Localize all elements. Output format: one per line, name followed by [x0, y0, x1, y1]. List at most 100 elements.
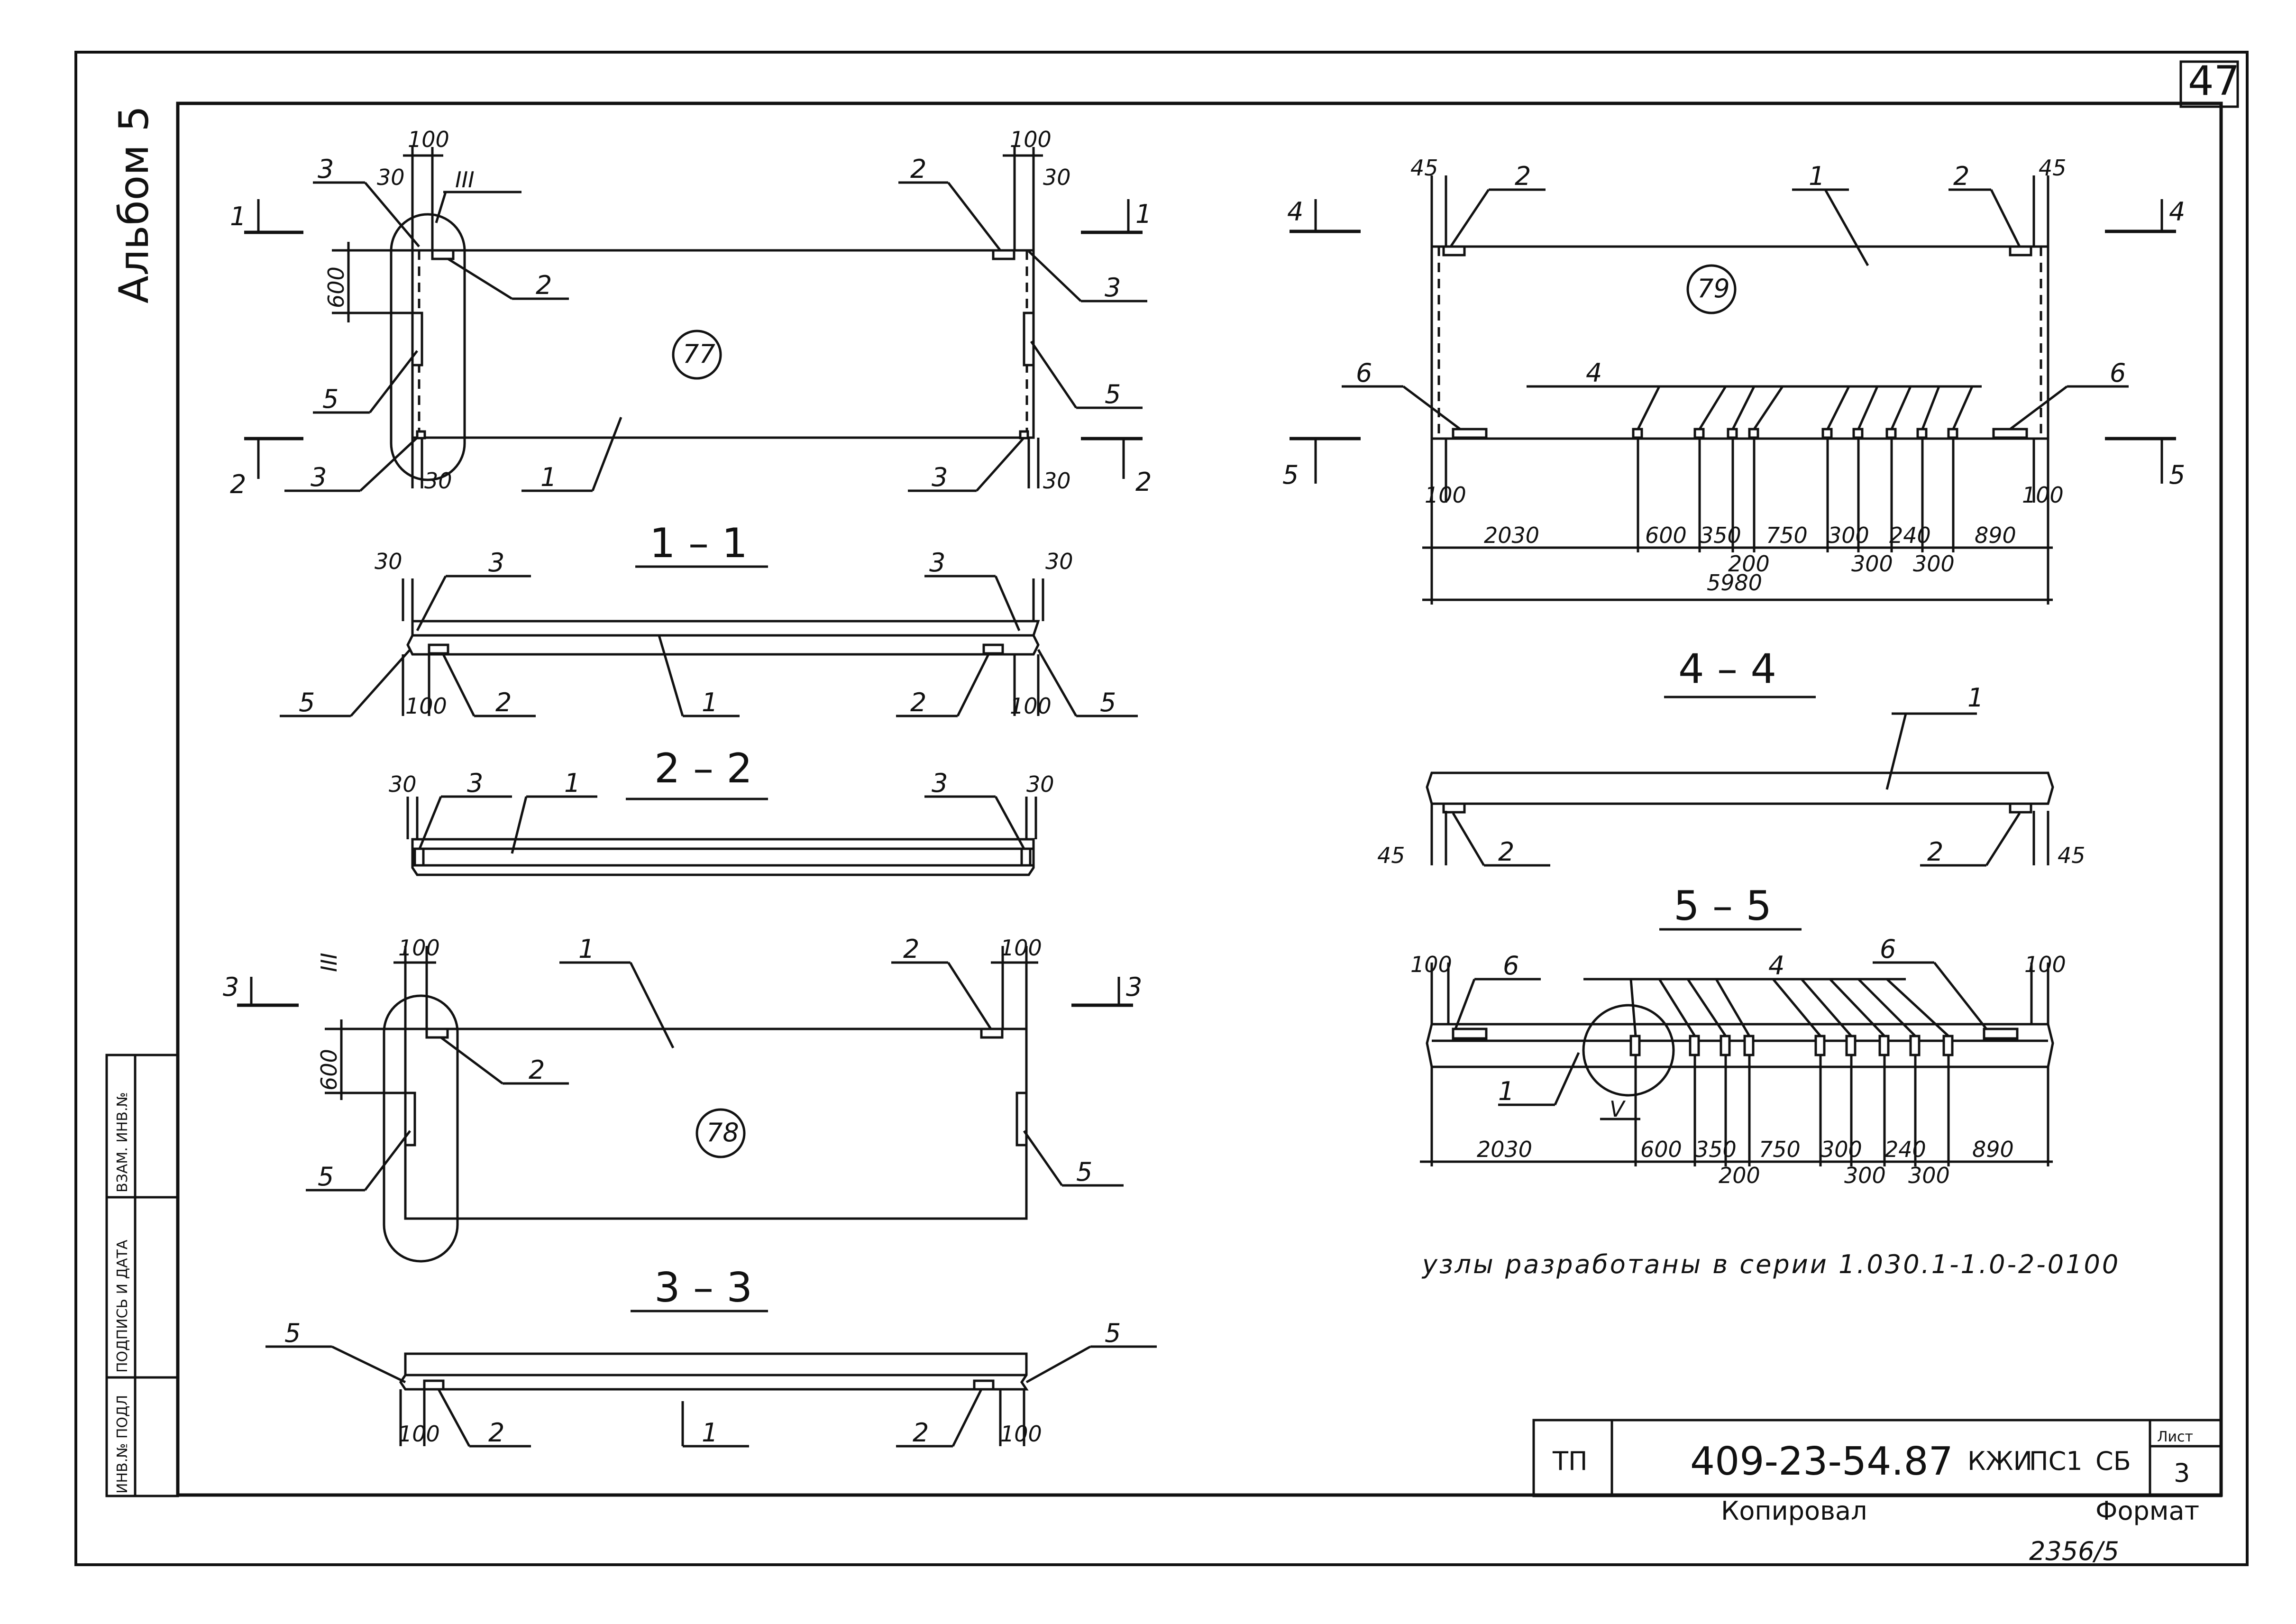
p79-dim-5980: 5980 — [1707, 570, 1762, 596]
s55-dim-600: 600 — [1640, 1137, 1682, 1162]
p79-dim-chain-ticks — [1637, 439, 1955, 552]
s22-label-1: 1 — [564, 768, 580, 798]
s11-label-2-left: 2 — [495, 688, 512, 717]
section-1-1: 1 – 1 30 30 100 100 3 3 5 2 1 2 5 — [280, 520, 1138, 719]
s22-dim-30-right: 30 — [1026, 771, 1054, 797]
p79-dim-890: 890 — [1975, 523, 2016, 548]
p77-node-label: III — [455, 167, 475, 193]
p77-dim-30-left: 30 — [377, 165, 405, 190]
album-label: Альбом 5 — [110, 106, 158, 303]
p77-label-3-bottom-left: 3 — [311, 462, 327, 492]
s33-label-2-left: 2 — [488, 1418, 504, 1448]
p77-label-5-right: 5 — [1105, 379, 1121, 409]
s11-dim-100-right: 100 — [1010, 693, 1052, 719]
format-label: Формат — [2095, 1496, 2199, 1526]
s11-dim-30-right: 30 — [1045, 549, 1073, 574]
s11-label-2-right: 2 — [910, 688, 926, 717]
panel-78-mark-circle — [695, 1108, 746, 1158]
p79-dim-300-a: 300 — [1828, 523, 1869, 548]
s11-label-3-right: 3 — [929, 548, 945, 578]
s55-dim-750: 750 — [1759, 1137, 1801, 1162]
p78-node-label: III — [316, 953, 342, 972]
p79-dim-750: 750 — [1766, 523, 1808, 548]
section-4-4-title: 4 – 4 — [1678, 645, 1776, 693]
section-4-4: 4 – 4 45 45 2 2 1 — [1377, 645, 2086, 868]
copied-label: Копировал — [1721, 1496, 1867, 1526]
p77-label-2-left: 2 — [536, 270, 552, 300]
s44-label-1: 1 — [1967, 683, 1984, 713]
s55-label-1: 1 — [1498, 1076, 1514, 1106]
p77-cut-1-right: 1 — [1135, 199, 1152, 229]
p77-cut-2-right: 2 — [1135, 467, 1152, 497]
handwritten-number: 2356/5 — [2029, 1536, 2119, 1566]
panel-79-mark: 79 — [1697, 274, 1730, 303]
panel-77-mark: 77 — [683, 339, 715, 369]
s55-dim-chain-ticks — [1634, 1055, 1950, 1166]
p78-cut-3-left: 3 — [223, 972, 239, 1002]
p79-label-2-left: 2 — [1515, 161, 1531, 191]
s33-label-1: 1 — [702, 1418, 718, 1448]
s55-dim-240: 240 — [1884, 1137, 1926, 1162]
p78-label-2-left: 2 — [529, 1055, 545, 1085]
p77-label-5-left: 5 — [322, 384, 338, 414]
p79-label-6-right: 6 — [2110, 358, 2126, 388]
sheet-corner-number: 47 — [2188, 57, 2240, 105]
p77-dim-100-right: 100 — [1010, 127, 1052, 152]
s33-dim-100-right: 100 — [1000, 1421, 1042, 1447]
title-mark-2: ПС1 — [2029, 1446, 2083, 1476]
p79-label-6-left: 6 — [1356, 358, 1372, 388]
title-mark-1: КЖИ — [1967, 1446, 2032, 1476]
section-5-5: 5 – 5 V 100 100 6 6 4 — [1410, 882, 2066, 1188]
sheet-frame: 47 Альбом 5 — [74, 51, 2249, 1566]
s22-label-3-right: 3 — [932, 768, 948, 798]
s33-dim-100-left: 100 — [398, 1421, 440, 1447]
s55-anchor-loops — [1629, 1035, 1954, 1056]
p77-cut-1-left: 1 — [230, 202, 246, 231]
panel-77-plan: 77 100 30 600 III 100 30 30 30 3 2 5 3 1… — [230, 127, 1152, 499]
section-3-3: 3 – 3 100 100 5 5 2 1 2 — [265, 1264, 1157, 1448]
p77-dim-100-left: 100 — [408, 127, 449, 152]
p78-dim-600: 600 — [316, 1049, 342, 1091]
p77-label-3-top-right: 3 — [1105, 273, 1121, 303]
panel-78-plan: 78 100 III 600 100 1 2 2 5 5 3 3 — [223, 934, 1142, 1263]
s33-label-5-right: 5 — [1105, 1318, 1121, 1348]
s55-node-circle — [1582, 1004, 1675, 1097]
p79-dim-240: 240 — [1889, 523, 1931, 548]
p79-dim-45-right: 45 — [2039, 155, 2067, 181]
p79-dim-300-c: 300 — [1913, 551, 1955, 577]
p79-dim-300-b: 300 — [1851, 551, 1893, 577]
p79-label-2-right: 2 — [1953, 161, 1969, 191]
p78-label-5-right: 5 — [1076, 1157, 1092, 1187]
p77-cut-2-left: 2 — [230, 469, 246, 499]
s22-dim-30-left: 30 — [389, 771, 417, 797]
p79-cut-5-right: 5 — [2169, 460, 2185, 490]
panel-78-mark: 78 — [706, 1118, 739, 1147]
series-note: узлы разработаны в серии 1.030.1-1.0-2-0… — [1421, 1249, 2120, 1279]
s55-dim-300-a: 300 — [1820, 1137, 1862, 1162]
s55-dim-300-b: 300 — [1844, 1163, 1886, 1188]
s33-label-5-left: 5 — [284, 1318, 301, 1348]
s55-dim-100-right: 100 — [2024, 952, 2066, 977]
p79-cut-5-left: 5 — [1282, 460, 1299, 490]
s44-label-2-left: 2 — [1498, 837, 1514, 867]
title-prefix: ТП — [1552, 1446, 1588, 1476]
p79-cut-4-left: 4 — [1287, 197, 1303, 227]
s11-dim-30-left: 30 — [375, 549, 402, 574]
p77-dim-30-right: 30 — [1043, 165, 1071, 190]
stamp-inv-label: ИНВ.№ ПОДЛ — [114, 1395, 131, 1494]
p79-label-4-leaders — [1637, 385, 1974, 430]
list-number: 3 — [2174, 1458, 2190, 1488]
p78-dim-100-right: 100 — [1000, 935, 1042, 961]
p79-anchor-loops — [1632, 428, 1958, 439]
s55-dim-100-left: 100 — [1410, 952, 1452, 977]
stamp-replace-label: ВЗАМ. ИНВ.№ — [114, 1092, 131, 1193]
title-code: 409-23-54.87 — [1690, 1439, 1953, 1484]
s55-dim-300-c: 300 — [1908, 1163, 1950, 1188]
s55-label-4: 4 — [1768, 951, 1784, 981]
p78-cut-3-right: 3 — [1126, 972, 1142, 1002]
s11-label-5-right: 5 — [1100, 688, 1116, 717]
panel-79-plan: 79 45 45 2 1 2 6 6 4 — [1282, 155, 2185, 605]
p77-label-3-top-left: 3 — [318, 154, 334, 184]
panel-77-mark-circle — [672, 330, 722, 380]
